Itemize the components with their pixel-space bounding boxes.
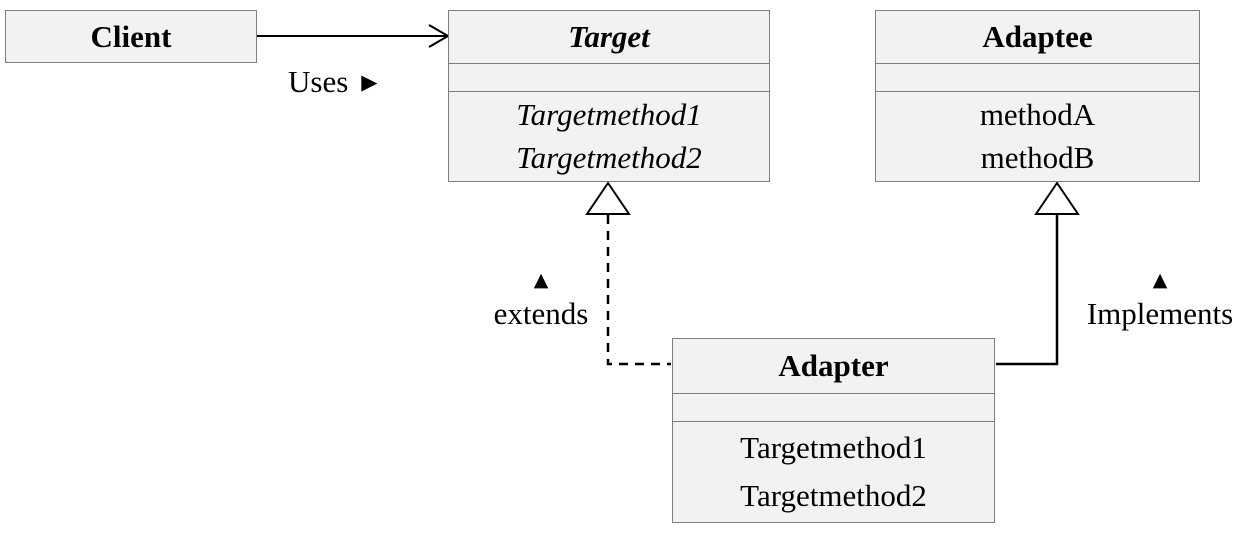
uses-direction-icon: ▶ [361, 70, 378, 94]
extends-direction-icon: ▲ [533, 269, 549, 291]
extends-edge-label: ▲ extends [466, 269, 616, 331]
class-title-adapter: Adapter [778, 348, 889, 383]
class-box-client: Client [5, 10, 257, 63]
class-attributes-adapter [673, 393, 994, 422]
method-item: methodA [979, 97, 1096, 133]
uses-open-arrowhead [428, 24, 450, 48]
class-methods-adapter: Targetmethod1 Targetmethod2 [673, 422, 994, 522]
implements-label-text: Implements [1086, 296, 1234, 331]
class-methods-target: Targetmethod1 Targetmethod2 [449, 92, 769, 181]
class-attributes-target [449, 63, 769, 92]
class-box-adapter: Adapter Targetmethod1 Targetmethod2 [672, 338, 995, 523]
extends-label-text: extends [493, 296, 589, 331]
method-item: Targetmethod2 [516, 139, 702, 175]
extends-generalization-triangle [585, 181, 631, 215]
class-title-adaptee: Adaptee [982, 19, 1093, 54]
class-methods-adaptee: methodA methodB [876, 92, 1199, 181]
implements-generalization-triangle [1034, 181, 1080, 215]
extends-dashed-line [606, 215, 671, 366]
method-item: Targetmethod2 [740, 477, 927, 513]
implements-edge-label: ▲ Implements [1070, 269, 1247, 331]
class-attributes-adaptee [876, 63, 1199, 92]
method-item: Targetmethod1 [740, 429, 927, 465]
uses-label-text: Uses [288, 64, 349, 99]
class-box-adaptee: Adaptee methodA methodB [875, 10, 1200, 182]
class-title-target: Target [568, 19, 650, 54]
class-box-target: Target Targetmethod1 Targetmethod2 [448, 10, 770, 182]
method-item: methodB [980, 139, 1095, 175]
implements-solid-line [996, 215, 1059, 366]
method-item: Targetmethod1 [516, 97, 702, 133]
uses-edge-label: Uses ▶ [288, 66, 377, 97]
class-title-client: Client [90, 18, 172, 54]
implements-direction-icon: ▲ [1152, 269, 1168, 291]
